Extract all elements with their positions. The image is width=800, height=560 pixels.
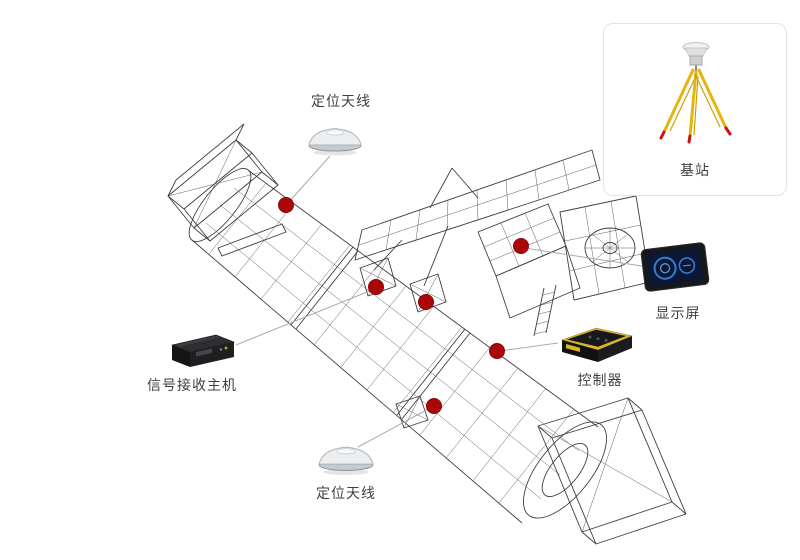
display-screen-icon [640,242,710,292]
label-base-station: 基站 [680,163,710,179]
base-station-card: 基站 [603,23,787,196]
connector-antenna-top [287,155,331,204]
marker-antenna-bottom [426,398,442,414]
marker-display [513,238,529,254]
receiver-box-icon [170,334,236,367]
connector-controller [499,342,559,352]
connector-lines [235,155,643,448]
controller-box-icon [561,327,633,362]
label-antenna-top: 定位天线 [311,94,371,110]
label-controller: 控制器 [577,373,623,389]
component-markers [278,197,529,414]
gnss-antenna-bottom-icon [318,446,374,476]
tripod-icon [659,42,732,144]
crane-wireframe [354,149,651,337]
label-display: 显示屏 [655,306,701,322]
connector-receiver [235,289,373,346]
marker-spreader [418,294,434,310]
marker-receiver [368,279,384,295]
label-receiver: 信号接收主机 [147,378,237,394]
label-antenna-bottom: 定位天线 [316,486,376,502]
tank-container-wireframe [167,123,687,545]
marker-antenna-top [278,197,294,213]
connector-display [523,247,643,267]
marker-controller [489,343,505,359]
connector-antenna-bottom [357,406,433,448]
gnss-antenna-top-icon [308,127,362,156]
